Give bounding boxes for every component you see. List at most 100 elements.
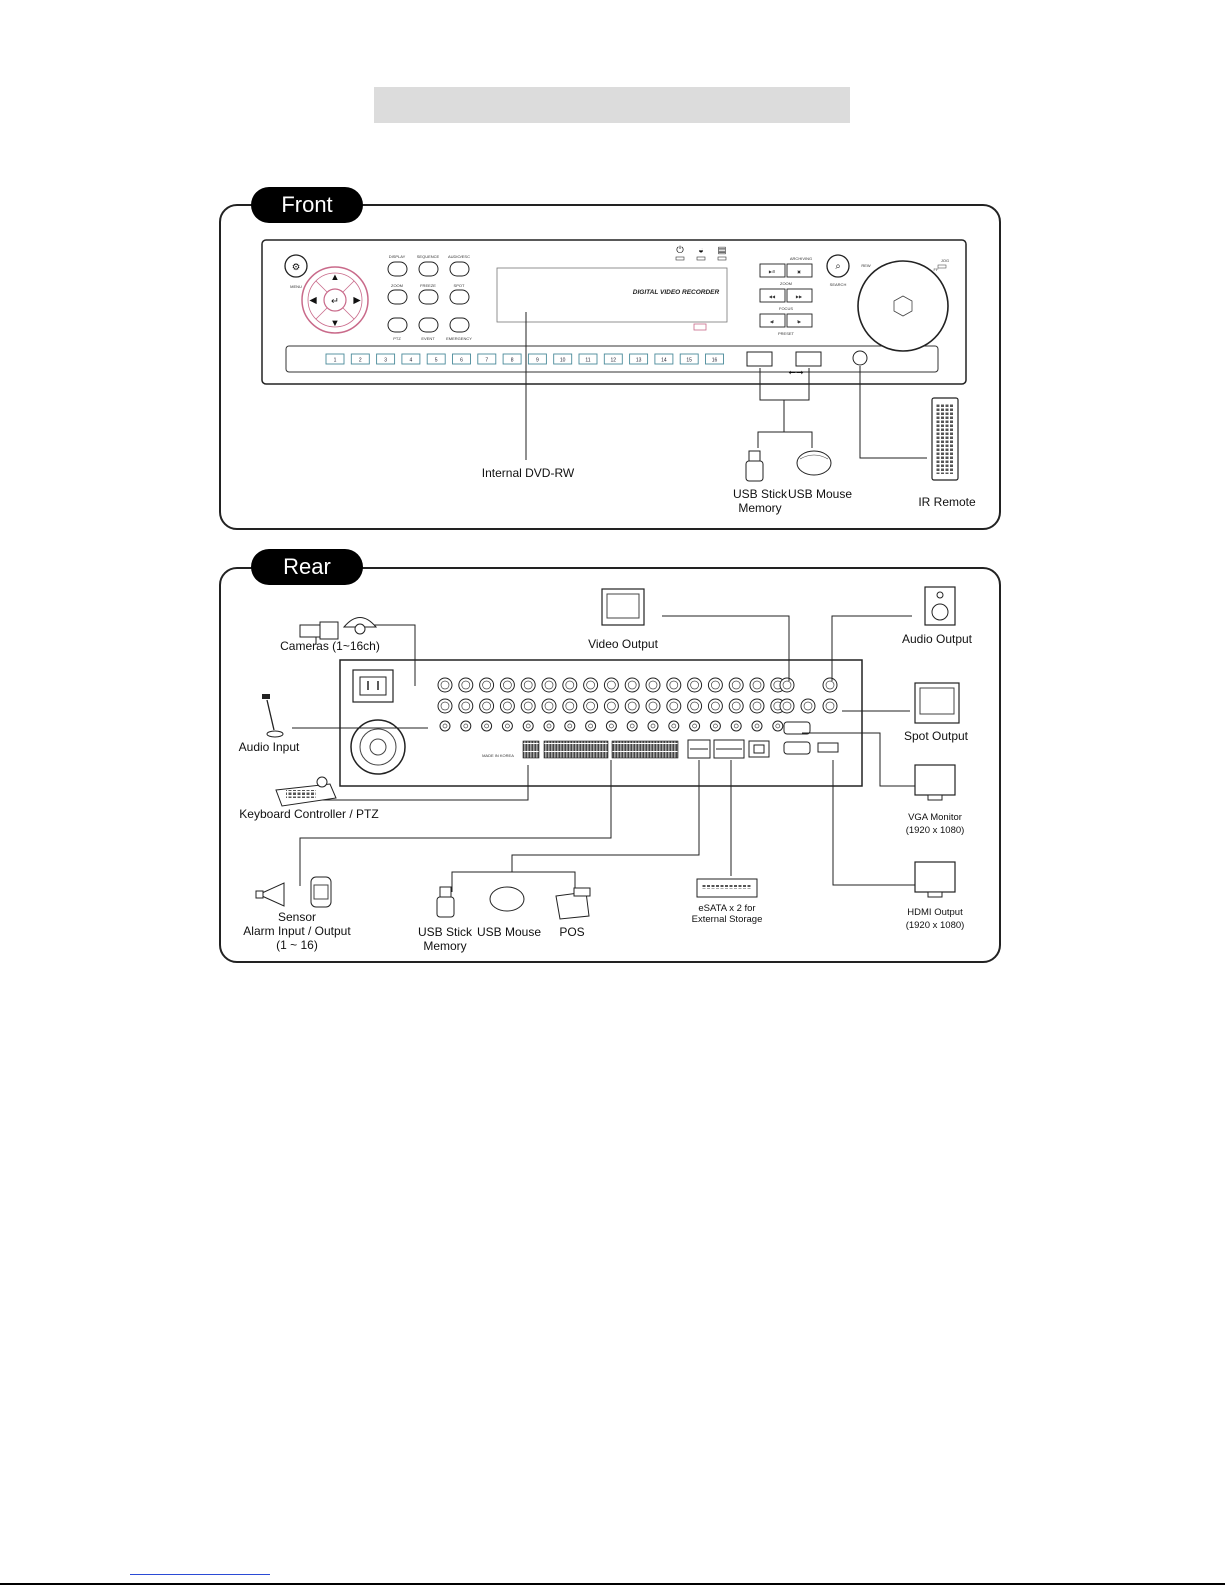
bnc-port[interactable] — [458, 677, 474, 693]
channel-button-10[interactable]: 10 — [553, 353, 573, 365]
function-buttons: DISPLAY SEQUENCE AUDIO/ESC ZOOM FREEZE S… — [387, 254, 472, 341]
spot-button[interactable]: SPOT — [449, 283, 470, 305]
bnc-port[interactable] — [458, 698, 474, 714]
display-button[interactable]: DISPLAY — [387, 254, 408, 277]
bnc-port[interactable] — [583, 698, 599, 714]
channel-button-14[interactable]: 14 — [654, 353, 674, 365]
sequence-button[interactable]: SEQUENCE — [417, 254, 440, 277]
bnc-port[interactable] — [645, 677, 661, 693]
terminal-blocks[interactable] — [522, 740, 679, 759]
channel-button-8[interactable]: 8 — [502, 353, 522, 365]
bnc-port[interactable] — [499, 698, 515, 714]
rewind-button[interactable]: ◀◀ — [759, 288, 786, 303]
bnc-port[interactable] — [479, 698, 495, 714]
front-panel-frame — [219, 204, 1001, 530]
bnc-port[interactable] — [687, 698, 703, 714]
bnc-port[interactable] — [647, 720, 659, 732]
step-back-button[interactable]: ◀Ⅰ — [759, 313, 786, 328]
bnc-port[interactable] — [707, 677, 723, 693]
bnc-port[interactable] — [437, 677, 453, 693]
channel-button-1[interactable]: 1 — [325, 353, 345, 365]
output-bnc-port[interactable] — [779, 698, 795, 714]
channel-button-12[interactable]: 12 — [603, 353, 623, 365]
svg-text:EVENT: EVENT — [421, 336, 435, 341]
bnc-port[interactable] — [749, 698, 765, 714]
bnc-port[interactable] — [481, 720, 493, 732]
bnc-port[interactable] — [751, 720, 763, 732]
channel-button-5[interactable]: 5 — [426, 353, 446, 365]
ptz-button[interactable]: PTZ — [387, 317, 408, 341]
bnc-port[interactable] — [439, 720, 451, 732]
microphone-icon — [262, 694, 284, 738]
play-pause-button[interactable]: ▶/Ⅱ — [759, 263, 786, 278]
event-button[interactable]: EVENT — [418, 317, 439, 341]
channel-button-11[interactable]: 11 — [578, 353, 598, 365]
bnc-port[interactable] — [520, 698, 536, 714]
bnc-port[interactable] — [626, 720, 638, 732]
bnc-port[interactable] — [501, 720, 513, 732]
channel-label: 12 — [611, 358, 617, 364]
direction-pad[interactable]: ↵ ▲ ▼ ◀ ▶ — [301, 266, 369, 334]
bnc-port[interactable] — [666, 677, 682, 693]
bnc-port[interactable] — [499, 677, 515, 693]
channel-button-4[interactable]: 4 — [401, 353, 421, 365]
jog-shuttle[interactable]: JOG REW FF — [857, 258, 949, 352]
search-button[interactable]: ⌕ — [826, 254, 850, 278]
rear-ports[interactable] — [687, 721, 839, 759]
freeze-button[interactable]: FREEZE — [418, 283, 439, 305]
channel-button-15[interactable]: 15 — [679, 353, 699, 365]
bnc-port[interactable] — [479, 677, 495, 693]
bnc-port[interactable] — [603, 698, 619, 714]
fast-forward-button[interactable]: ▶▶ — [786, 288, 813, 303]
channel-button-13[interactable]: 13 — [629, 353, 649, 365]
bnc-port[interactable] — [562, 698, 578, 714]
output-bnc-port[interactable] — [822, 677, 838, 693]
bnc-port[interactable] — [603, 677, 619, 693]
menu-button[interactable]: ⚙ — [284, 254, 308, 278]
bnc-port[interactable] — [437, 698, 453, 714]
bnc-port[interactable] — [687, 677, 703, 693]
bnc-port[interactable] — [749, 677, 765, 693]
bnc-port[interactable] — [730, 720, 742, 732]
zoom-button[interactable]: ZOOM — [387, 283, 408, 305]
step-forward-button[interactable]: Ⅰ▶ — [786, 313, 813, 328]
channel-button-16[interactable]: 16 — [705, 353, 724, 365]
bnc-port[interactable] — [709, 720, 721, 732]
bnc-port[interactable] — [541, 677, 557, 693]
bnc-port[interactable] — [460, 720, 472, 732]
archiving-button[interactable]: ▣ — [786, 263, 813, 278]
channel-label: 2 — [359, 358, 362, 364]
emergency-button[interactable]: EMERGENCY — [446, 317, 472, 341]
bnc-port[interactable] — [541, 698, 557, 714]
bnc-port[interactable] — [624, 677, 640, 693]
bnc-port[interactable] — [728, 677, 744, 693]
channel-button-2[interactable]: 2 — [350, 353, 370, 365]
bnc-port[interactable] — [666, 698, 682, 714]
output-bnc-port[interactable] — [779, 677, 795, 693]
output-bnc-port[interactable] — [800, 698, 816, 714]
bnc-port[interactable] — [772, 720, 784, 732]
bnc-port[interactable] — [624, 698, 640, 714]
bnc-port[interactable] — [522, 720, 534, 732]
bnc-port[interactable] — [728, 698, 744, 714]
bnc-port[interactable] — [562, 677, 578, 693]
bnc-port[interactable] — [564, 720, 576, 732]
bnc-port[interactable] — [689, 720, 701, 732]
audio-esc-button[interactable]: AUDIO/ESC — [448, 254, 470, 277]
bnc-port[interactable] — [668, 720, 680, 732]
bnc-port[interactable] — [605, 720, 617, 732]
channel-button-3[interactable]: 3 — [376, 353, 396, 365]
front-usb-ports[interactable]: ⭠⭢ — [746, 351, 822, 378]
zoom-label: ZOOM — [780, 281, 792, 286]
bnc-port[interactable] — [520, 677, 536, 693]
bnc-port[interactable] — [543, 720, 555, 732]
output-bnc-port[interactable] — [822, 698, 838, 714]
bnc-port[interactable] — [585, 720, 597, 732]
bnc-port[interactable] — [707, 698, 723, 714]
bnc-port[interactable] — [645, 698, 661, 714]
channel-button-6[interactable]: 6 — [452, 353, 471, 365]
channel-button-9[interactable]: 9 — [527, 353, 547, 365]
vga-label-2: (1920 x 1080) — [906, 825, 965, 836]
channel-button-7[interactable]: 7 — [477, 353, 497, 365]
bnc-port[interactable] — [583, 677, 599, 693]
